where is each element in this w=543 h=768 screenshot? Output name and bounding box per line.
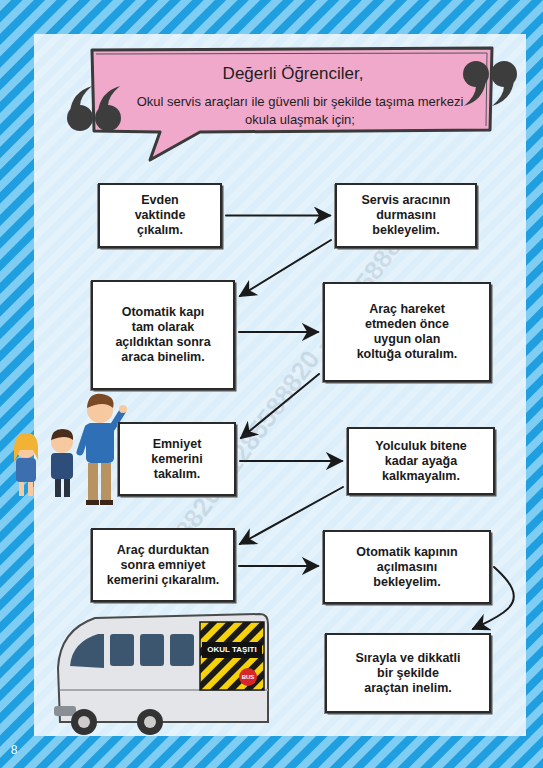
step-box: Otomatik kapı tam olarak açıldıktan sonr… [91, 280, 235, 390]
children-teacher-figure [14, 394, 127, 505]
school-bus [54, 614, 268, 735]
subtitle: Okul servis araçları ile güvenli bir şek… [130, 93, 470, 129]
sign-badge: BUS [236, 672, 260, 682]
step-box: Evden vaktinde çıkalım. [98, 183, 222, 248]
flow-arrow [239, 331, 318, 333]
title-bubble [92, 48, 492, 160]
step-box: Araç durduktan sonra emniyet kemerini çı… [91, 528, 235, 602]
step-box: Yolculuk bitene kadar ayağa kalkmayalım. [347, 427, 495, 495]
step-box: Emniyet kemerini takalım. [118, 422, 236, 496]
flow-arrow [226, 215, 330, 217]
step-text: Otomatik kapının açılmasını bekleyelim. [355, 545, 459, 590]
step-box: Servis aracının durmasını bekleyelim. [335, 183, 477, 248]
step-text: Sırayla ve dikkatli bir şekilde araçtan … [355, 651, 461, 696]
step-box: Otomatik kapının açılmasını bekleyelim. [323, 530, 491, 604]
step-text: Otomatik kapı tam olarak açıldıktan sonr… [111, 305, 215, 365]
step-text: Servis aracının durmasını bekleyelim. [349, 193, 463, 238]
title: Değerli Öğrenciler, [100, 64, 486, 84]
step-box: Araç hareket etmeden önce uygun olan kol… [323, 282, 491, 382]
step-box: Sırayla ve dikkatli bir şekilde araçtan … [325, 633, 491, 713]
step-text: Araç durduktan sonra emniyet kemerini çı… [103, 543, 223, 588]
quote-marks [67, 61, 517, 131]
sign-text: OKUL TAŞITI [202, 643, 262, 657]
step-text: Emniyet kemerini takalım. [142, 437, 212, 482]
flow-arrow [239, 565, 318, 567]
page-number: 8 [4, 743, 24, 757]
step-text: Yolculuk bitene kadar ayağa kalkmayalım. [363, 439, 479, 484]
step-text: Araç hareket etmeden önce uygun olan kol… [355, 302, 459, 362]
flow-arrow [240, 240, 331, 296]
step-text: Evden vaktinde çıkalım. [122, 193, 198, 238]
